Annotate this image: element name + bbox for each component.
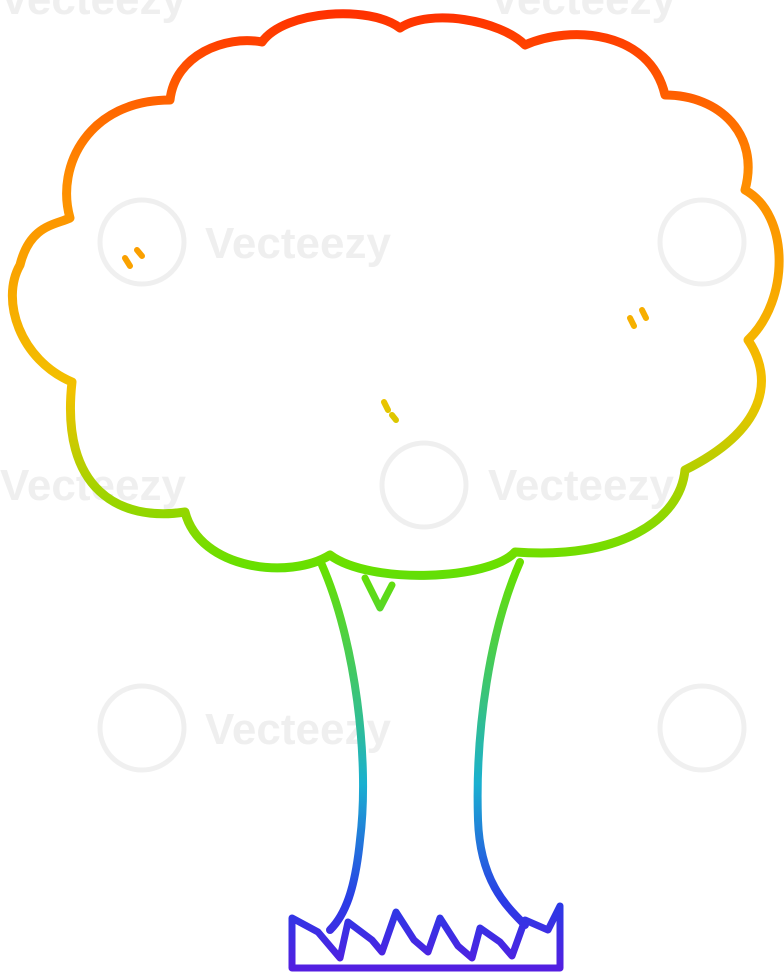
tree-trunk-left bbox=[318, 561, 367, 934]
watermark-logo bbox=[97, 197, 747, 773]
watermark-text: Vecteezy bbox=[205, 219, 391, 268]
canopy-texture-marks bbox=[122, 247, 649, 423]
watermark-text: Vecteezy bbox=[490, 0, 676, 24]
tree-trunk-right bbox=[473, 558, 529, 929]
watermark-text: Vecteezy bbox=[0, 0, 186, 24]
watermark-text: Vecteezy bbox=[488, 461, 674, 510]
grass-base bbox=[288, 902, 564, 972]
canopy-droop bbox=[361, 574, 396, 612]
watermark-layer: Vecteezy Vecteezy Vecteezy Vecteezy Vect… bbox=[0, 0, 747, 773]
tree-canopy-outline bbox=[7, 9, 784, 580]
